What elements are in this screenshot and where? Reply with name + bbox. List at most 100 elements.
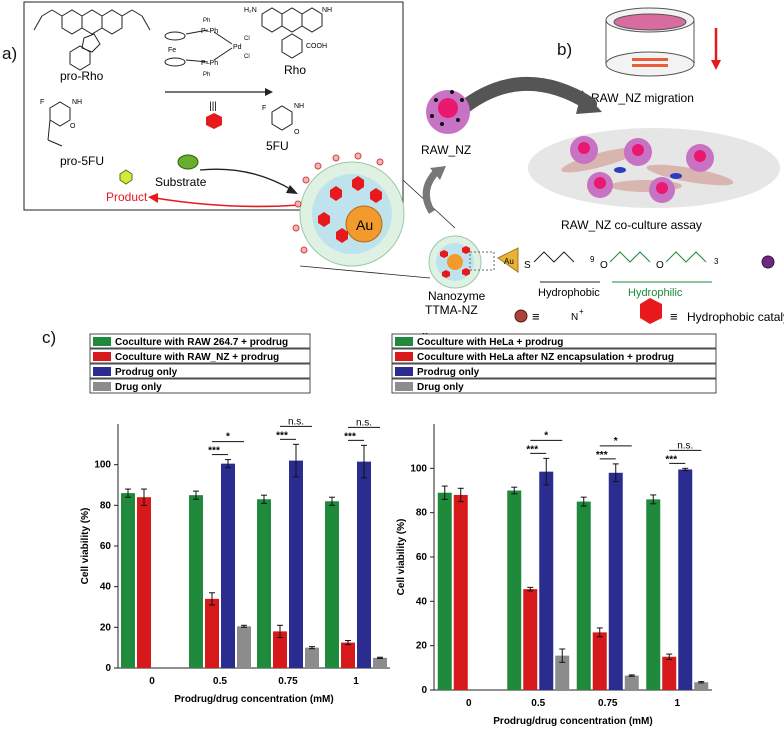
bar [341,642,355,668]
pro-rho-structure [33,9,151,71]
bar [592,632,607,690]
panel-label-b: b) [557,40,573,59]
legend-entry: Coculture with RAW 264.7 + prodrug [89,333,311,349]
raw-nz-cell [426,90,470,134]
svg-text:P–Ph: P–Ph [201,60,218,67]
sig-label: * [544,430,548,441]
y-tick-label: 0 [105,663,111,674]
pro-5fu-label: pro-5FU [60,154,104,168]
bar [437,492,452,690]
sig-label: n.s. [356,417,372,428]
legend-box [89,378,311,394]
sig-label: *** [208,446,220,457]
svg-text:COOH: COOH [306,43,327,50]
legend-label: Drug only [417,382,464,393]
x-tick-label: 1 [353,676,359,687]
legend-swatch [395,352,413,361]
cation-icon [514,309,528,323]
svg-text:O: O [294,129,300,136]
bar [205,598,219,668]
nanozyme-small [428,235,482,289]
legend-swatch [395,337,413,346]
y-axis-label: Cell viability (%) [396,519,407,596]
y-tick-label: 100 [410,463,427,474]
bar [576,501,591,690]
migration-well [605,7,721,77]
svg-text:N: N [571,312,578,323]
sig-label: *** [526,444,538,455]
catalyst-structure [164,29,233,67]
bar [137,497,151,668]
legend-entry: Prodrug only [391,363,717,379]
legend-label: Coculture with RAW_NZ + prodrug [115,352,279,363]
svg-text:O: O [600,260,608,271]
x-axis-label: Prodrug/drug concentration (mM) [493,716,652,727]
svg-text:H₂N: H₂N [244,7,257,14]
raw-nz-label: RAW_NZ [421,143,471,157]
product-icon [119,169,133,185]
product-label: Product [106,190,148,204]
svg-text:Cl: Cl [244,54,250,60]
ligand-structure: Au S 9 O O 3 [497,247,775,283]
svg-text:≡: ≡ [532,309,540,324]
sig-label: * [614,436,618,447]
svg-text:NH: NH [322,7,332,14]
y-tick-label: 80 [416,508,428,519]
svg-text:F: F [262,105,266,112]
sig-label: *** [596,450,608,461]
legend-label: Prodrug only [417,367,480,378]
nanozyme-large [292,152,405,267]
au-label: Au [356,217,373,233]
panel-label-a: a) [2,44,18,63]
legend-box [89,363,311,379]
legend-label: Coculture with HeLa + prodrug [417,337,563,348]
y-tick-label: 100 [94,460,111,471]
svg-text:≡: ≡ [670,309,678,324]
schematic-figure: pro-Rho P–Ph P–Ph Ph Ph Pd Cl Cl Fe ||| … [23,1,784,324]
sig-label: * [226,432,230,443]
bar [221,463,235,668]
svg-text:NH: NH [294,103,304,110]
nanozyme-label: Nanozyme [428,289,486,303]
catalyst-legend-icon [640,298,662,324]
svg-text:Fe: Fe [168,47,176,54]
hydrophilic-label: Hydrophilic [628,287,683,299]
sig-label: *** [344,431,356,442]
y-tick-label: 40 [416,596,428,607]
bar [273,631,287,668]
bar [189,495,203,668]
bar [662,656,677,690]
legend-label: Prodrug only [115,367,178,378]
pro-rho-label: pro-Rho [60,69,104,83]
y-tick-label: 20 [100,622,112,633]
legend-swatch [93,337,111,346]
bar [453,494,468,690]
bar [305,647,319,668]
legend-swatch [93,382,111,391]
x-tick-label: 0 [466,698,472,709]
legend-entry: Drug only [391,378,717,394]
svg-text:O: O [70,123,76,130]
migration-label: RAW_NZ migration [591,91,694,105]
svg-text:3: 3 [714,257,719,266]
bar [237,626,251,668]
bar [507,490,522,690]
legend-label: Drug only [115,382,162,393]
sig-label: *** [276,430,288,441]
substrate-icon [177,154,199,170]
legend-entry: Coculture with HeLa after NZ encapsulati… [391,348,717,364]
sig-label: n.s. [677,440,693,451]
svg-text:NH: NH [72,99,82,106]
legend-swatch [395,382,413,391]
rho-label: Rho [284,63,306,77]
coculture-dish [528,128,780,208]
panel-a-frame [23,1,404,211]
catalyst-legend-label: Hydrophobic catalyst [687,310,784,324]
x-tick-label: 0.75 [598,698,618,709]
x-tick-label: 1 [674,698,680,709]
y-tick-label: 20 [416,641,428,652]
y-tick-label: 60 [100,541,112,552]
legend-box [89,333,311,349]
legend-entry: Coculture with HeLa + prodrug [391,333,717,349]
